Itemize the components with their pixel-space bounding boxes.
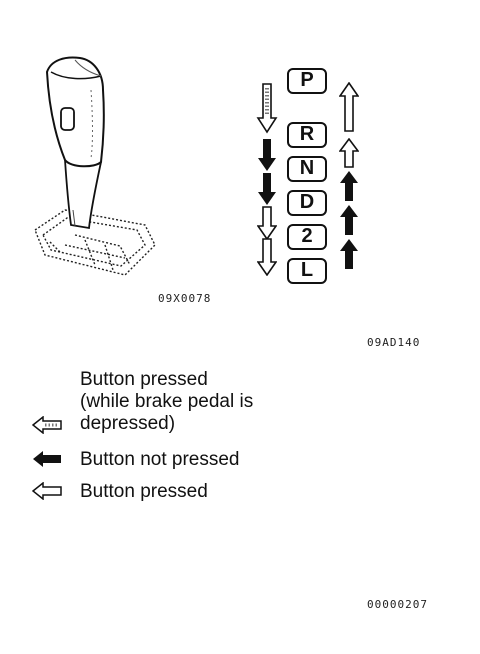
figure-code-left: 09X0078 xyxy=(158,292,212,305)
outline-arrow-icon xyxy=(257,238,277,276)
outline-arrow-icon xyxy=(339,138,359,168)
dotted-outline-arrow-icon xyxy=(32,416,62,434)
outline-arrow-icon xyxy=(257,206,277,240)
solid-black-arrow-icon xyxy=(33,451,61,467)
legend-line: Button pressed xyxy=(80,369,208,390)
gear-label-d: D xyxy=(287,190,327,216)
legend-text-1: Button pressed (while brake pedal is dep… xyxy=(80,369,253,435)
solid-black-arrow-icon xyxy=(258,173,276,205)
shift-lever-illustration xyxy=(34,56,156,276)
figure-code-bottom: 00000207 xyxy=(367,598,428,611)
legend-text-2: Button not pressed xyxy=(80,449,240,470)
solid-black-arrow-icon xyxy=(340,205,358,235)
legend-text-3: Button pressed xyxy=(80,481,208,502)
figure-code-right: 09AD140 xyxy=(367,336,421,349)
gear-label-r: R xyxy=(287,122,327,148)
dotted-outline-arrow-icon xyxy=(256,83,278,134)
legend-line: (while brake pedal is xyxy=(80,391,254,412)
solid-black-arrow-icon xyxy=(340,239,358,269)
outline-arrow-icon xyxy=(32,482,62,500)
solid-black-arrow-icon xyxy=(340,171,358,201)
gear-label-n: N xyxy=(287,156,327,182)
gear-label-2: 2 xyxy=(287,224,327,250)
gear-label-p: P xyxy=(287,68,327,94)
legend-line: depressed) xyxy=(80,413,176,434)
solid-black-arrow-icon xyxy=(258,139,276,171)
gear-label-l: L xyxy=(287,258,327,284)
outline-arrow-icon xyxy=(339,82,359,132)
